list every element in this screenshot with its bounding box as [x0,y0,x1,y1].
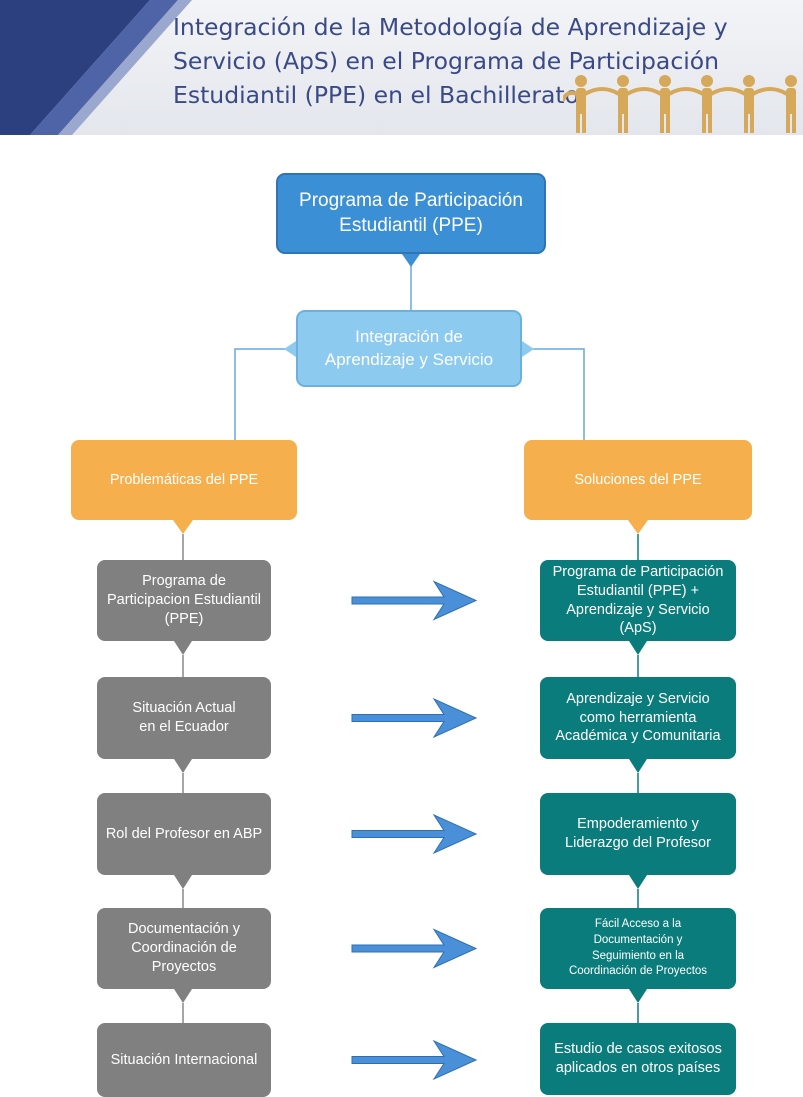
solution-box: Estudio de casos exitosos aplicados en o… [540,1023,736,1095]
connector-line [522,348,585,440]
right-arrow-icon [351,697,478,739]
problem-box: Programa de Participacion Estudiantil (P… [97,560,271,641]
connector-pointer [629,641,647,655]
linked-arms [583,87,621,96]
person-icon [701,75,713,133]
connector-pointer [284,341,296,357]
right-arrow-icon [351,1039,478,1081]
right-arrow-icon [351,580,478,621]
solution-box: Fácil Acceso a la Documentación y Seguim… [540,908,736,989]
solution-box: Empoderamiento y Liderazgo del Profesor [540,793,736,875]
title-line-1: Integración de la Metodología de Aprendi… [173,13,728,41]
person-icon [617,75,629,133]
people-chain-icon [563,75,797,133]
person-icon [659,75,671,133]
linked-arms [563,90,579,102]
person-icon [575,75,587,133]
connector-pointer [174,759,192,773]
problem-box: Situación Internacional [97,1023,271,1097]
node-integration: Integración de Aprendizaje y Servicio [296,310,522,387]
person-icon [785,75,797,133]
connector-pointer [174,875,192,889]
node-ppe: Programa de Participación Estudiantil (P… [276,173,546,254]
linked-arms [709,87,747,96]
title-line-2: Servicio (ApS) en el Programa de Partici… [173,47,720,75]
connector-pointer [173,520,193,534]
connector-pointer [174,641,192,655]
linked-arms [751,87,789,96]
connector-pointer [629,989,647,1003]
connector-pointer [628,520,648,534]
person-icon [743,75,755,133]
solution-box: Programa de Participación Estudiantil (P… [540,560,736,641]
right-arrow-icon [351,813,478,855]
connector-pointer [522,341,534,357]
title-line-3: Estudiantil (PPE) en el Bachillerato [173,81,579,109]
header-banner: Integración de la Metodología de Aprendi… [0,0,803,135]
linked-arms [625,87,663,96]
problem-box: Documentación y Coordinación de Proyecto… [97,908,271,989]
right-arrow-icon [351,928,478,969]
problem-box: Rol del Profesor en ABP [97,793,271,875]
problem-box: Situación Actual en el Ecuador [97,677,271,759]
category-problems: Problemáticas del PPE [71,440,297,520]
connector-pointer [629,759,647,773]
connector-pointer [174,989,192,1003]
connector-pointer [402,254,420,267]
connector-line [234,348,296,440]
header-decoration [0,0,192,135]
diagram: Programa de Participación Estudiantil (P… [0,135,803,1097]
connector-pointer [629,875,647,889]
linked-arms [667,87,705,96]
category-solutions: Soluciones del PPE [524,440,752,520]
page-title: Integración de la Metodología de Aprendi… [173,10,733,112]
connectors [173,254,648,1081]
solution-box: Aprendizaje y Servicio como herramienta … [540,677,736,759]
